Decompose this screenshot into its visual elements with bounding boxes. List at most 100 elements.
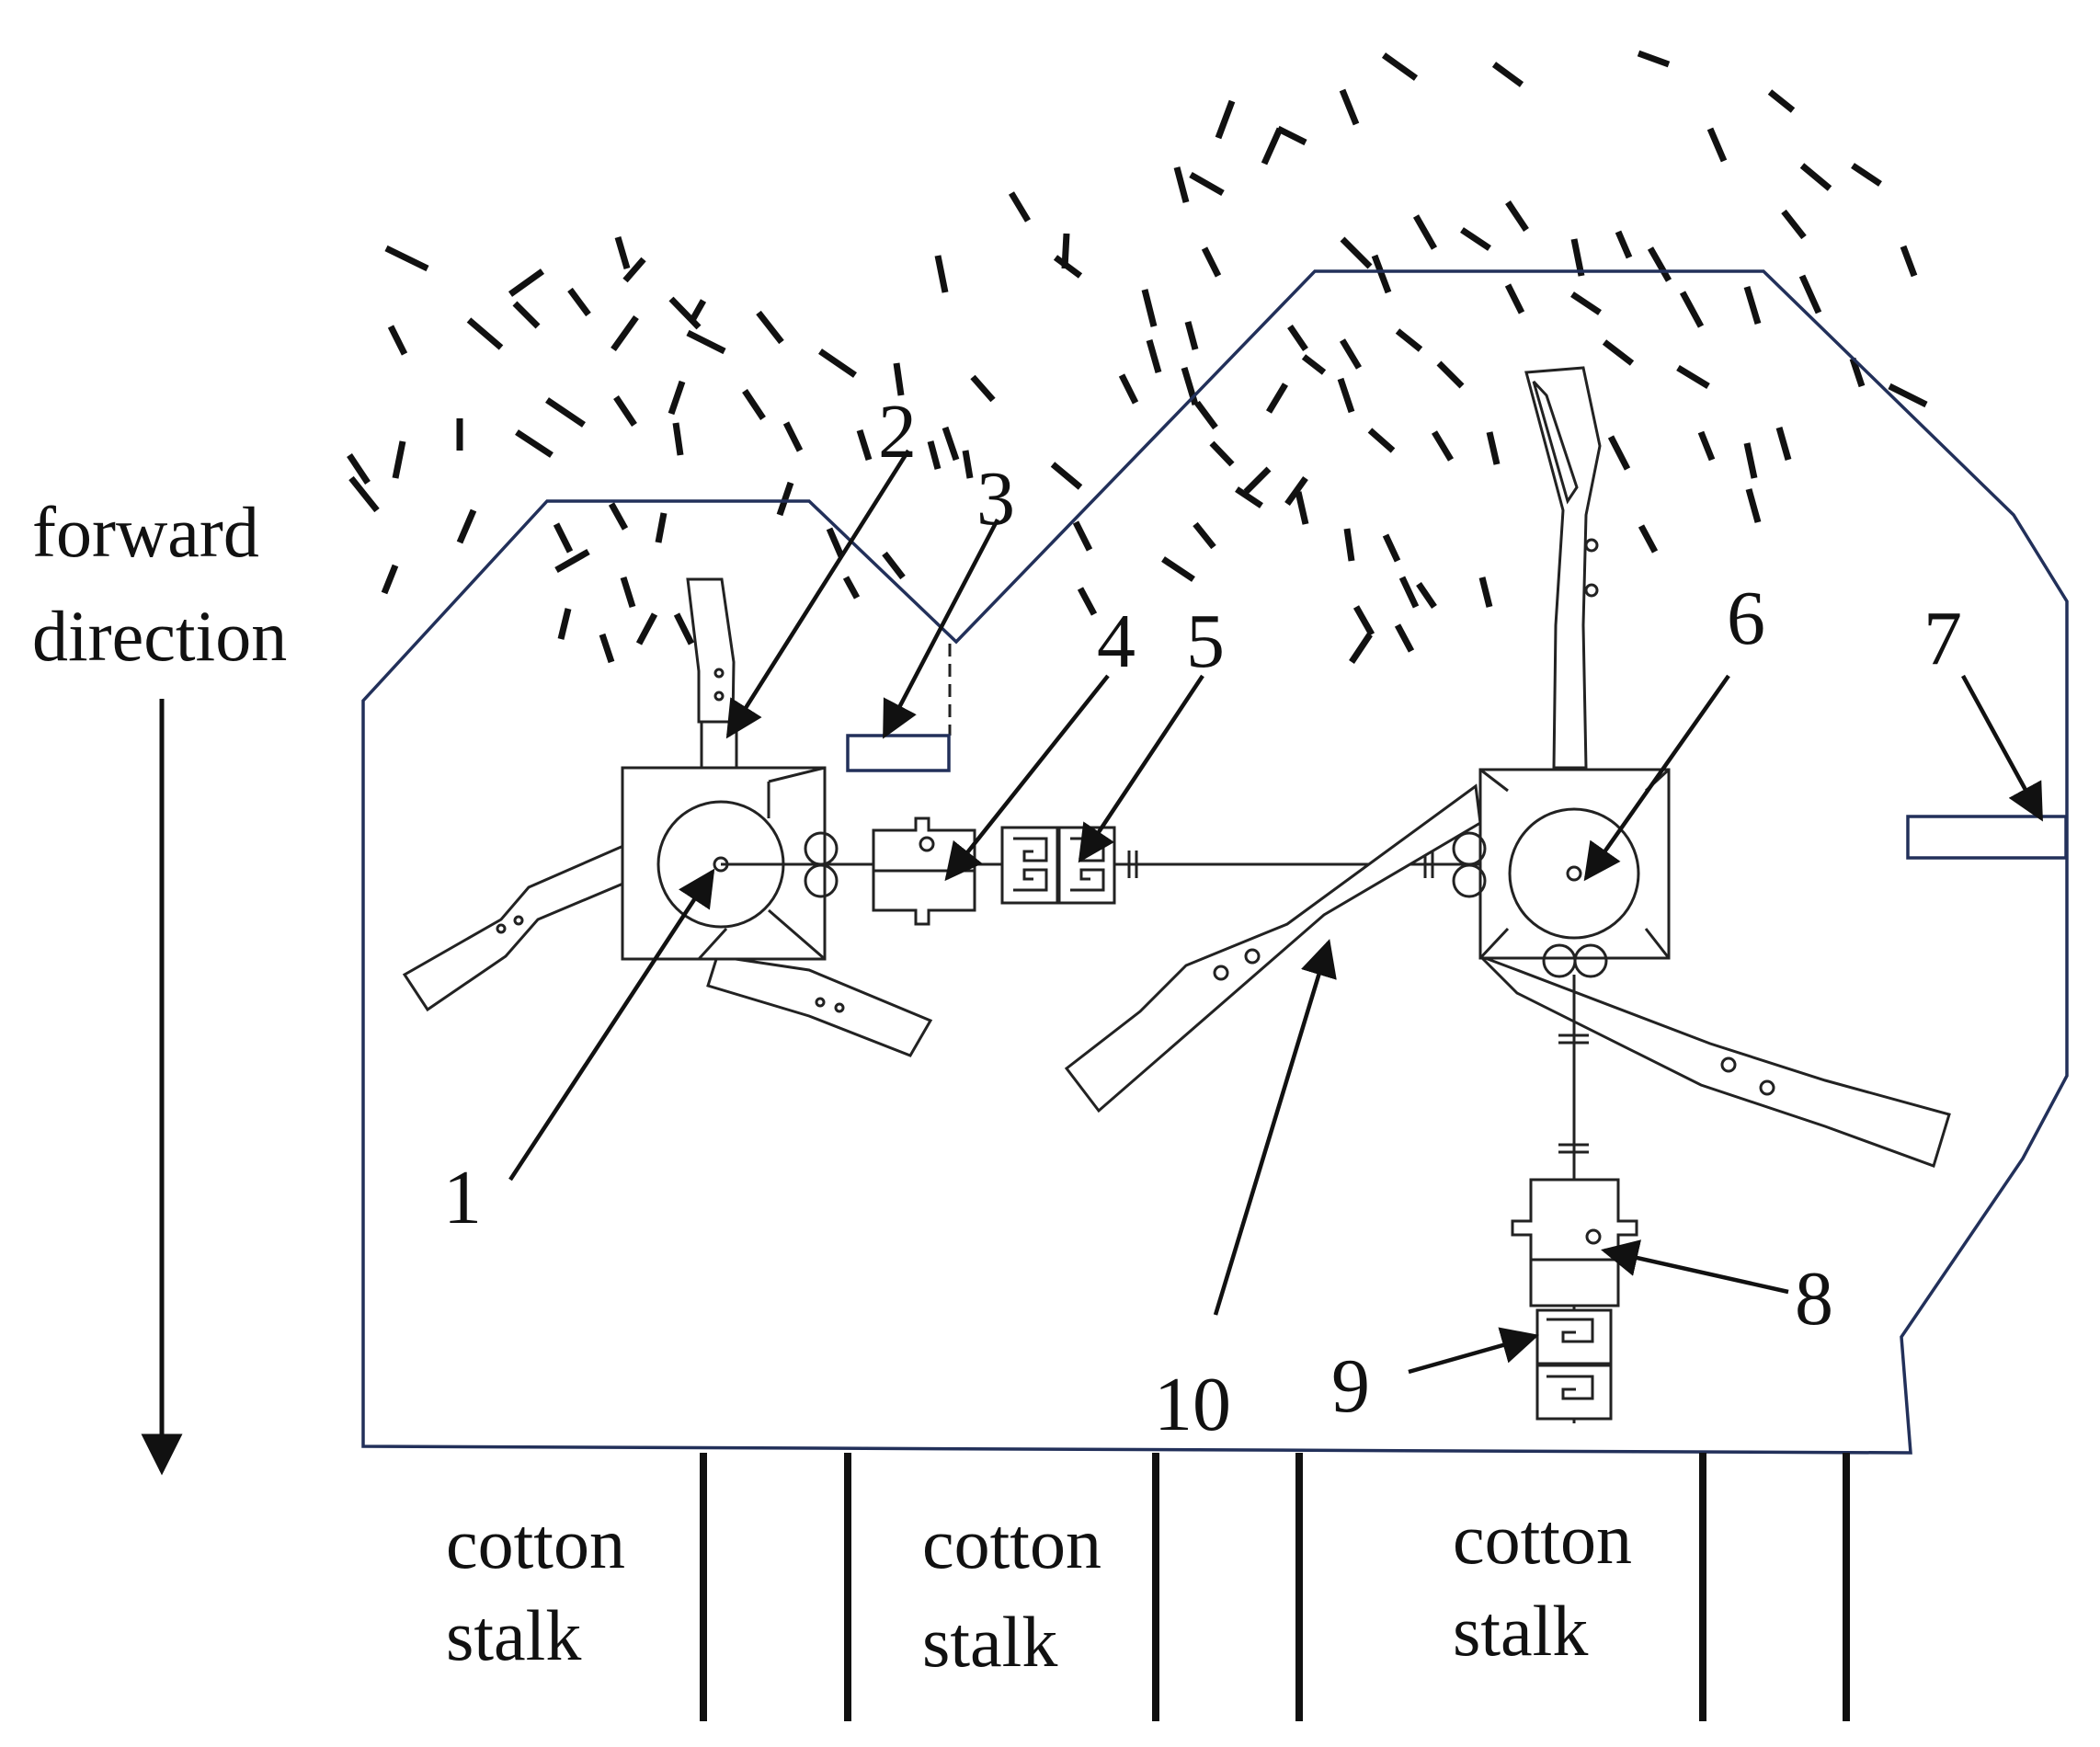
debris-fragment	[1340, 236, 1373, 269]
debris-fragment	[942, 426, 960, 462]
ground-label-1-line2: stalk	[446, 1595, 581, 1675]
debris-fragment	[970, 374, 996, 403]
debris-fragment	[1706, 127, 1728, 163]
debris-fragment	[1436, 360, 1465, 389]
debris-fragment	[1343, 528, 1355, 562]
debris-fragment	[1798, 274, 1822, 314]
debris-fragment	[1491, 62, 1524, 87]
debris-fragment	[1265, 383, 1289, 414]
debris-fragment	[1118, 373, 1139, 405]
cotton-stalk-rows: cotton stalk cotton stalk cotton stalk	[446, 1453, 1850, 1721]
debris-fragment	[545, 397, 586, 428]
debris-fragment	[1607, 435, 1631, 471]
debris-fragment	[1077, 587, 1098, 616]
debris-fragment	[842, 576, 861, 599]
debris-fragment	[1888, 383, 1928, 408]
debris-fragment	[1194, 400, 1218, 430]
direction-label-line1: forward	[32, 492, 259, 572]
debris-fragment	[1367, 428, 1396, 453]
debris-fragment	[553, 522, 574, 554]
ground-label-2-line2: stalk	[922, 1602, 1057, 1682]
debris-fragment	[1460, 227, 1491, 251]
debris-fragment	[611, 314, 639, 352]
debris-fragment	[1505, 200, 1529, 232]
debris-fragment	[512, 301, 541, 329]
debris-fragment	[387, 325, 408, 356]
debris-fragment	[1371, 254, 1392, 294]
debris-fragment	[882, 551, 906, 580]
debris-fragment	[962, 450, 974, 479]
left-cutter-head	[402, 577, 933, 1057]
debris-fragment	[1676, 365, 1710, 389]
debris-fragment	[856, 428, 873, 462]
debris-fragment	[673, 612, 695, 645]
part-number-7: 7	[1923, 596, 1962, 681]
debris-fragment	[1146, 339, 1162, 373]
debris-fragment	[1381, 52, 1419, 81]
debris-fragment	[348, 475, 380, 513]
debris-fragment	[893, 362, 905, 396]
debris-fragment	[1053, 255, 1083, 279]
debris-fragment	[1851, 163, 1882, 187]
debris-fragment	[1478, 577, 1493, 608]
debris-fragment	[934, 255, 949, 293]
part-number-6: 6	[1727, 576, 1765, 661]
debris-fragment	[1767, 89, 1796, 113]
debris-fragment	[599, 633, 615, 664]
debris-fragment	[554, 548, 590, 574]
machine-housing	[361, 269, 2069, 1455]
debris-fragment	[1570, 291, 1602, 315]
debris-fragment	[384, 245, 429, 272]
debris-fragment	[1184, 321, 1199, 350]
debris-fragment	[347, 453, 371, 485]
debris-fragment	[1697, 430, 1716, 462]
debris-fragment	[456, 508, 477, 544]
debris-fragment	[1337, 377, 1355, 414]
debris-fragment	[1637, 50, 1671, 68]
debris-fragment	[1193, 521, 1216, 550]
sensor-right	[1906, 815, 2068, 860]
debris-fragment	[1799, 163, 1832, 191]
debris-fragment	[620, 576, 636, 609]
debris-fragment	[742, 389, 766, 420]
debris-fragment	[1775, 427, 1792, 461]
debris-fragment	[668, 296, 702, 330]
debris-fragment	[1215, 99, 1236, 140]
debris-fragment	[668, 380, 686, 416]
direction-label-line2: direction	[32, 596, 287, 676]
debris-fragment	[1743, 442, 1758, 479]
ground-label-2-line1: cotton	[922, 1503, 1101, 1583]
part-number-4: 4	[1097, 599, 1136, 684]
debris-fragment	[776, 481, 794, 517]
debris-fragment	[1276, 125, 1307, 146]
debris-fragment	[1781, 209, 1807, 240]
part-number-8: 8	[1795, 1256, 1833, 1342]
debris-fragment	[1638, 524, 1659, 554]
debris-fragment	[608, 502, 629, 531]
debris-fragment	[466, 317, 504, 350]
debris-fragment	[1743, 285, 1762, 325]
debris-fragment	[1261, 127, 1284, 166]
debris-fragment	[1745, 488, 1762, 523]
debris-fragment	[1301, 354, 1327, 375]
part-number-9: 9	[1331, 1343, 1370, 1429]
ground-label-1-line1: cotton	[446, 1503, 625, 1583]
debris-fragment	[1602, 339, 1635, 366]
debris-fragment	[672, 422, 684, 456]
debris-fragment	[826, 527, 845, 558]
debris-fragment	[1900, 245, 1918, 278]
part-number-2: 2	[878, 389, 917, 474]
debris-fragment	[818, 348, 857, 378]
debris-fragment	[1504, 283, 1525, 314]
part-number-5: 5	[1186, 599, 1225, 684]
part-number-3: 3	[976, 456, 1015, 542]
debris-fragment	[1849, 357, 1866, 388]
debris-fragment	[1284, 475, 1308, 507]
ground-label-3-line1: cotton	[1453, 1499, 1632, 1579]
debris-fragment	[1382, 533, 1401, 563]
debris-fragment	[1235, 486, 1263, 508]
debris-fragment	[1243, 466, 1272, 495]
debris-fragment	[927, 440, 942, 470]
debris-fragment	[1416, 582, 1437, 609]
